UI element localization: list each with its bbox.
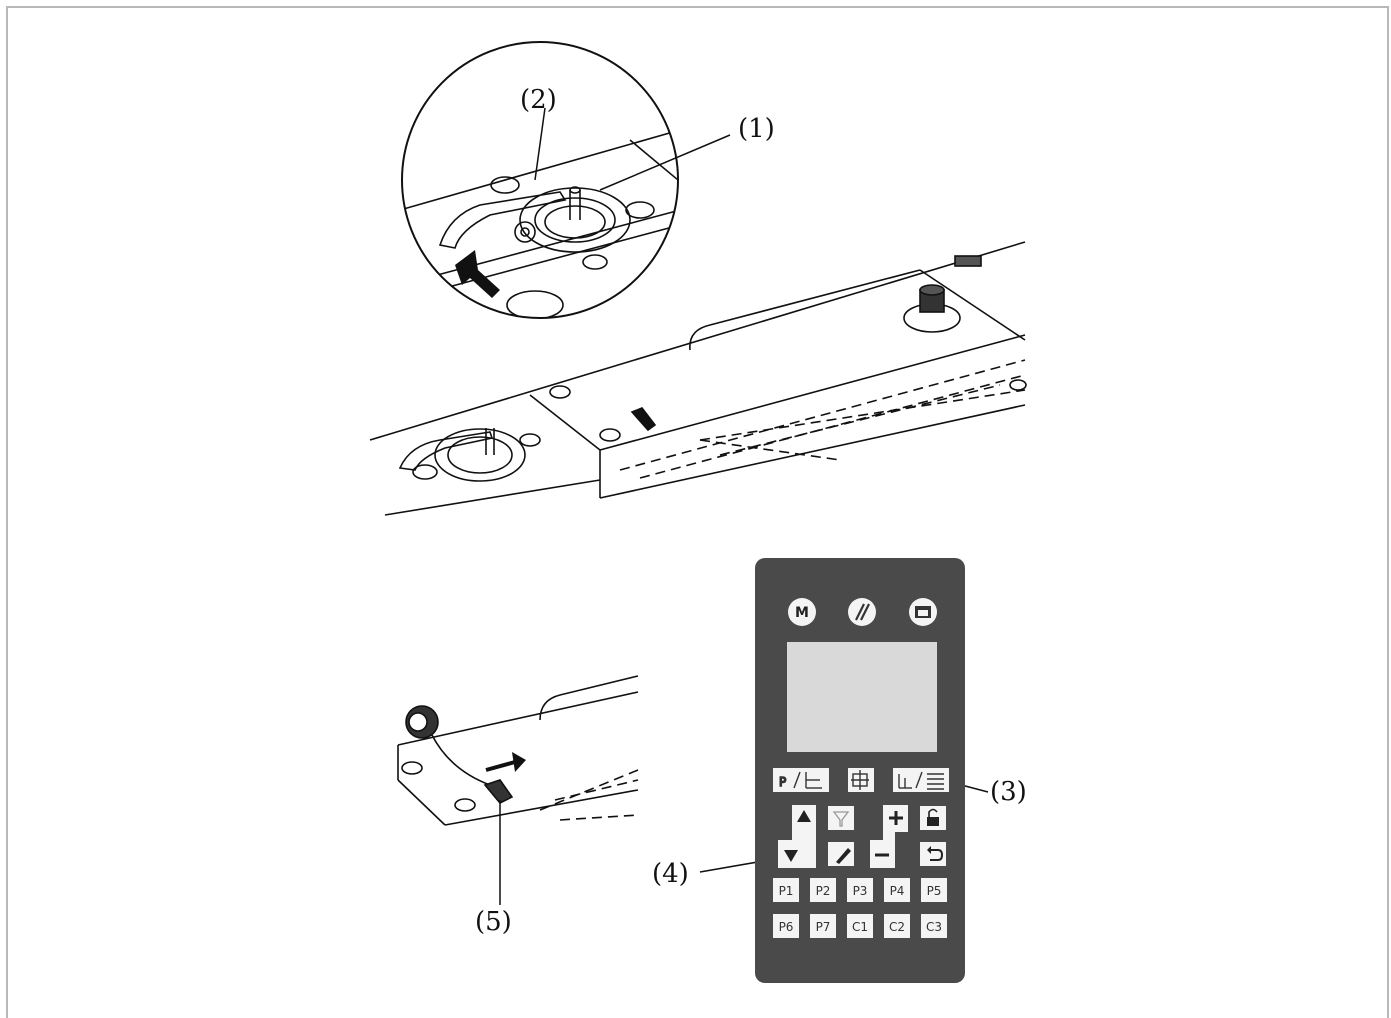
up-arrow-icon xyxy=(797,810,811,822)
program-key-p5[interactable]: P5 xyxy=(921,878,947,902)
edit-button[interactable] xyxy=(828,842,854,866)
leader-line-2 xyxy=(534,107,546,181)
back-icon xyxy=(928,849,944,861)
control-panel: M P xyxy=(755,558,965,983)
callout-2: (2) xyxy=(520,85,557,115)
detail-circle xyxy=(401,41,679,319)
program-key-p3[interactable]: P3 xyxy=(847,878,873,902)
program-key-label: C1 xyxy=(852,920,868,934)
program-key-label: P5 xyxy=(927,884,942,898)
program-key-label: C3 xyxy=(926,920,942,934)
svg-text:P: P xyxy=(779,775,786,789)
list-icon xyxy=(898,771,944,790)
program-key-c1[interactable]: C1 xyxy=(847,914,873,938)
program-key-p7[interactable]: P7 xyxy=(810,914,836,938)
lock-button[interactable] xyxy=(920,806,946,830)
program-key-c3[interactable]: C3 xyxy=(921,914,947,938)
winder-section xyxy=(397,675,639,826)
figure-frame xyxy=(6,6,1389,1018)
plus-icon xyxy=(889,811,903,825)
program-key-c2[interactable]: C2 xyxy=(884,914,910,938)
program-keys: P1 P2 P3 P4 P5 P6 P7 C1 C2 C3 xyxy=(773,878,947,938)
program-key-p4[interactable]: P4 xyxy=(884,878,910,902)
program-key-p1[interactable]: P1 xyxy=(773,878,799,902)
origin-button[interactable] xyxy=(848,768,874,792)
funnel-icon xyxy=(832,811,850,827)
origin-icon xyxy=(851,770,869,790)
lock-icon xyxy=(927,808,939,826)
lcd-screen xyxy=(787,642,937,752)
pencil-icon xyxy=(836,848,851,864)
program-key-label: P4 xyxy=(890,884,905,898)
funnel-button[interactable] xyxy=(828,806,854,830)
callout-5: (5) xyxy=(475,907,512,937)
leader-line-1 xyxy=(599,134,731,191)
plus-minus-key[interactable] xyxy=(870,805,908,868)
display-button[interactable] xyxy=(909,598,937,626)
pattern-select-icon: P xyxy=(778,771,822,790)
pattern-select-button[interactable]: P xyxy=(773,768,829,792)
machine-bed xyxy=(369,241,1027,516)
program-key-label: P3 xyxy=(853,884,868,898)
callout-4: (4) xyxy=(652,859,689,889)
reset-button[interactable] xyxy=(848,598,876,626)
slash-icon xyxy=(855,603,870,621)
window-icon xyxy=(915,606,931,618)
mode-button[interactable]: M xyxy=(788,598,816,626)
program-key-label: C2 xyxy=(889,920,905,934)
mode-button-label: M xyxy=(795,605,809,621)
back-button[interactable] xyxy=(920,842,946,866)
callout-3: (3) xyxy=(990,777,1027,807)
up-down-key[interactable] xyxy=(778,805,816,868)
program-key-p6[interactable]: P6 xyxy=(773,914,799,938)
program-key-label: P7 xyxy=(816,920,831,934)
program-key-label: P6 xyxy=(779,920,794,934)
callout-1: (1) xyxy=(738,114,775,144)
program-key-label: P2 xyxy=(816,884,831,898)
program-key-p2[interactable]: P2 xyxy=(810,878,836,902)
program-key-label: P1 xyxy=(779,884,794,898)
down-arrow-icon xyxy=(784,850,798,862)
list-button[interactable] xyxy=(893,768,949,792)
